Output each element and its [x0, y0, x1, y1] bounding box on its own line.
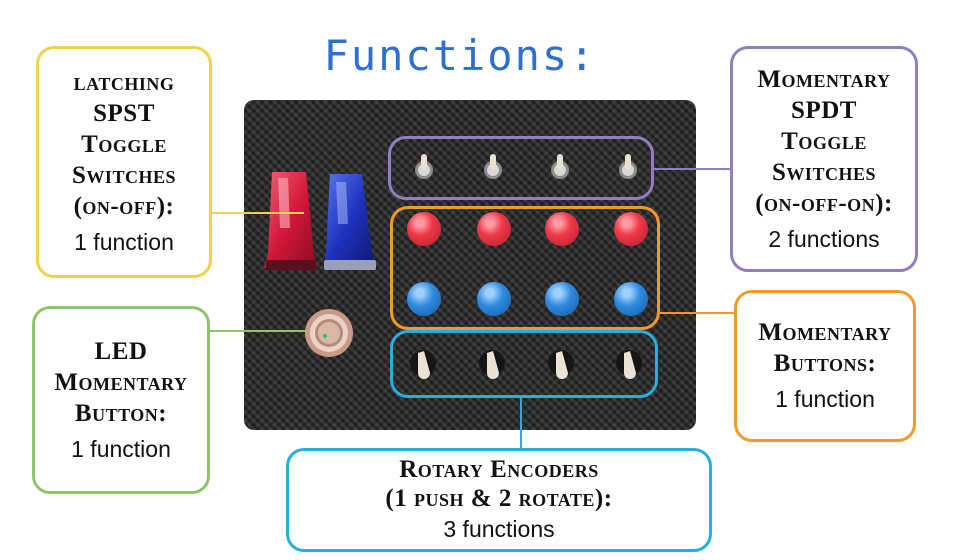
red-momentary-button-4: [614, 212, 648, 246]
rotary-encoder-group-outline: [390, 330, 658, 398]
rotary-encoder-knob-3: [548, 350, 574, 379]
red-switch-cover: [264, 172, 318, 270]
toggle-switch-2: [484, 154, 502, 179]
page-title: Functions:: [323, 31, 597, 80]
covered-toggle-switches: [264, 172, 376, 270]
callout-function-count: 1 function: [775, 386, 875, 412]
callout-function-count: 1 function: [74, 228, 174, 255]
callout-momentary-buttons: Momentary Buttons: 1 function: [734, 290, 916, 442]
callout-heading: latching SPST Toggle Switches (on-off):: [72, 68, 176, 220]
callout-heading: Momentary Buttons:: [758, 319, 892, 377]
connector-line-led: [210, 330, 306, 332]
callout-function-count: 2 functions: [768, 225, 880, 252]
red-momentary-button-3: [545, 212, 579, 246]
red-momentary-button-2: [477, 212, 511, 246]
red-momentary-button-1: [407, 212, 441, 246]
rotary-encoder-knob-2: [479, 350, 505, 379]
blue-momentary-button-1: [407, 282, 441, 316]
callout-heading: LED Momentary Button:: [54, 337, 188, 427]
momentary-button-group-outline: [390, 206, 660, 330]
connector-line-spdt: [654, 168, 730, 170]
blue-momentary-button-4: [614, 282, 648, 316]
led-momentary-button: [305, 309, 353, 357]
toggle-switch-1: [415, 154, 433, 179]
callout-function-count: 3 functions: [443, 516, 555, 542]
rotary-encoder-knob-1: [410, 350, 436, 379]
blue-momentary-button-3: [545, 282, 579, 316]
callout-function-count: 1 function: [71, 435, 171, 462]
callout-led-momentary-button: LED Momentary Button: 1 function: [32, 306, 210, 494]
rotary-encoder-knob-4: [616, 350, 642, 379]
callout-momentary-spdt-toggle-switches: Momentary SPDT Toggle Switches (on-off-o…: [730, 46, 918, 272]
connector-line-buttons: [660, 312, 734, 314]
toggle-switch-group-outline: [388, 136, 654, 200]
callout-latching-spst-toggle-switches: latching SPST Toggle Switches (on-off): …: [36, 46, 212, 278]
connector-line-latching: [212, 212, 304, 214]
callout-heading: Momentary SPDT Toggle Switches (on-off-o…: [755, 65, 893, 217]
control-panel: [244, 100, 696, 430]
toggle-switch-4: [619, 154, 637, 179]
blue-switch-cover: [324, 174, 376, 270]
callout-rotary-encoders: Rotary Encoders (1 push & 2 rotate): 3 f…: [286, 448, 712, 552]
blue-momentary-button-2: [477, 282, 511, 316]
callout-heading: Rotary Encoders (1 push & 2 rotate):: [385, 456, 613, 512]
connector-line-rotary: [520, 398, 522, 448]
toggle-switch-3: [551, 154, 569, 179]
